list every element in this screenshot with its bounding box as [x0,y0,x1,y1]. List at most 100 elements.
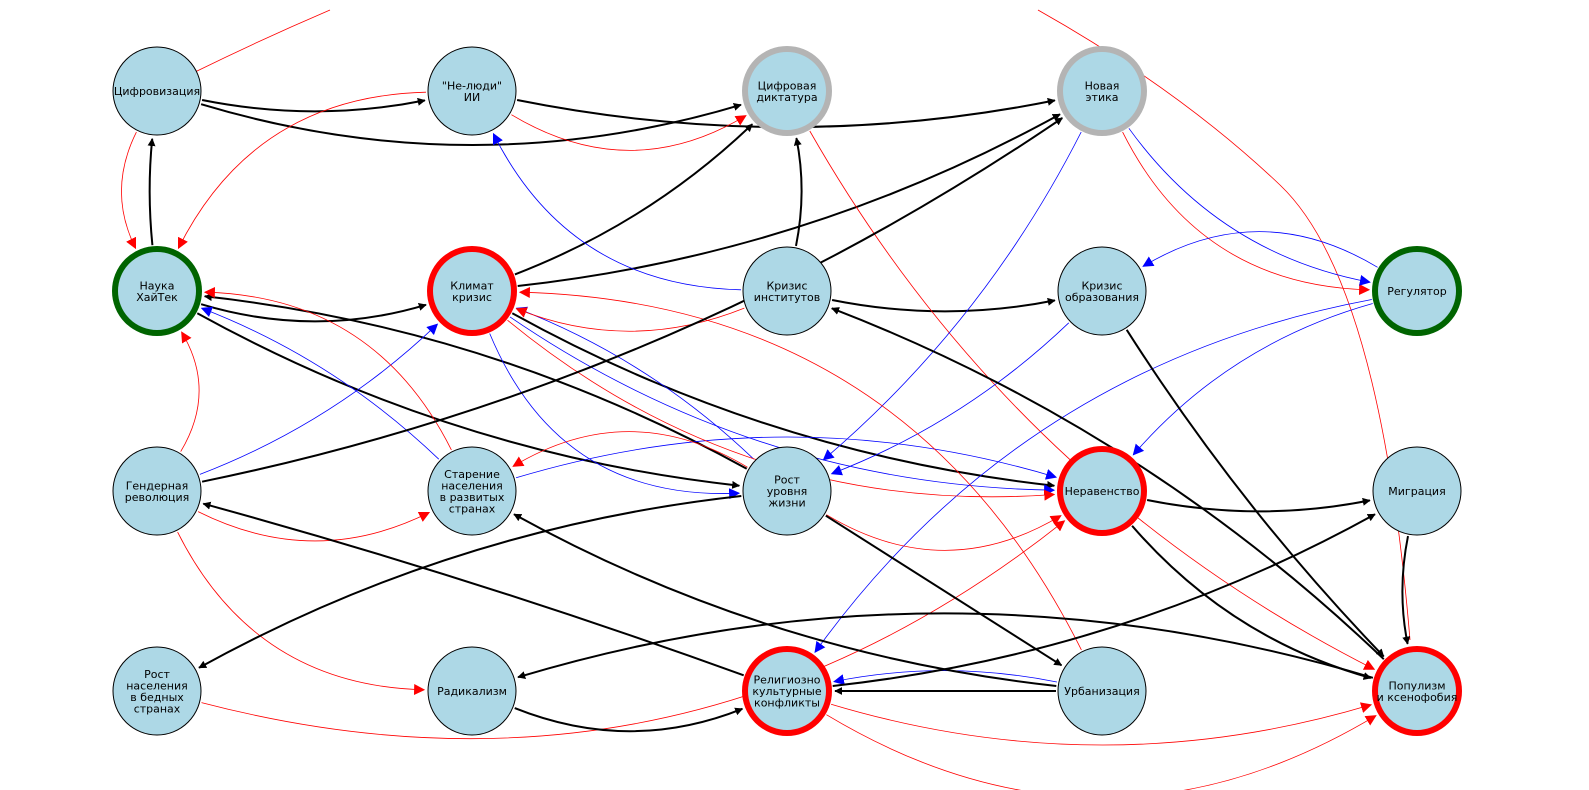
node-circle-green-ring [112,246,202,336]
node-circle-red-ring [742,646,832,736]
edge-digit-to-science [121,131,137,250]
node-circle-gray-ring [742,46,832,136]
edge-nonhuman-to-dictat [511,114,747,151]
edges-layer [121,91,1411,790]
node-label-line: ИИ [464,91,480,104]
node-label-line: Гендерная [126,479,189,492]
edge-radical-to-relig [514,707,744,733]
edge-urban-to-relig [833,670,1057,686]
node-label-line: Религиозно [753,674,820,687]
node-label-line: Миграция [1388,485,1445,498]
edge-relig-to-popul [826,714,1377,790]
node-label-line: населения [441,479,503,492]
node-circle-plain [112,446,202,536]
node-label-line: Рост [144,668,170,681]
edge-living-to-urban [825,514,1063,667]
nodes-layer: Цифровизация"Не-люди"ИИЦифроваядиктатура… [112,46,1462,736]
edge-aging-to-science [203,286,452,451]
edge-climate-to-inequal [511,312,1056,489]
node-label-line: Старение [444,468,500,481]
node-circle-plain [1057,246,1147,336]
edge-ethics-to-regul [1128,128,1371,286]
node-migr: Миграция [1372,446,1462,536]
edge-aging-to-inequal [515,436,1058,480]
edge-aging-to-science [200,306,440,460]
node-label-line: странах [449,502,496,515]
edge-regul-to-inequal [1132,303,1373,456]
edge-gender-to-climate [199,323,439,475]
edge-instit-to-nonhuman [493,132,742,291]
node-circle-plain [742,246,832,336]
node-circle-plain [742,446,832,536]
edge-digit-to-nonhuman [201,97,426,113]
node-label-line: Радикализм [437,685,507,698]
edge-regul-to-educ [1142,231,1378,268]
edge-ethics-to-regul [1122,131,1371,296]
node-digit: Цифровизация [112,46,202,136]
node-label-line: Климат [450,279,494,292]
node-circle-plain [112,646,202,736]
edge-instit-to-climate [515,307,745,332]
edge-climate-to-ethics [517,113,1061,287]
edge-urban-to-aging [513,513,1057,687]
edge-climate-to-dictat [514,123,753,276]
node-label-line: в развитых [440,491,505,504]
node-label-line: в бедных [130,691,184,704]
edge-relig-to-gender [202,501,745,677]
node-circle-red-ring [427,246,517,336]
edge-instit-to-educ [831,297,1056,313]
node-label-line: кризис [452,291,492,304]
edge-living-to-climate [515,306,755,460]
node-radical: Радикализм [427,646,517,736]
node-label-line: Рост [774,474,800,487]
edge-relig-to-migr [832,513,1376,687]
node-circle-gray-ring [1057,46,1147,136]
node-label-line: уровня [767,485,808,498]
node-label-line: Неравенство [1065,485,1140,498]
edge-digit-to-dictat [200,103,742,146]
node-circle-red-ring [1372,646,1462,736]
node-label-line: ХайТек [136,291,178,304]
node-label-line: образования [1065,291,1139,304]
edge-relig-to-popul [830,702,1373,746]
node-label-line: Регулятор [1387,285,1446,298]
edge-instit-to-dictat [793,137,803,247]
node-inequal: Неравенство [1057,446,1147,536]
node-label-line: Популизм [1388,679,1445,692]
node-label-line: "Не-люди" [442,79,502,92]
node-label-line: этика [1086,91,1119,104]
edge-ethics-to-living [822,131,1082,461]
node-label-line: Наука [140,279,175,292]
node-circle-plain [112,46,202,136]
node-circle-red-ring [1057,446,1147,536]
node-circle-plain [427,646,517,736]
node-label-line: населения [126,679,188,692]
node-label-line: Цифровая [758,79,817,92]
node-nonhuman: "Не-люди"ИИ [427,46,517,136]
edge-urban-to-climate [518,286,1082,651]
node-label-line: и ксенофобия [1377,691,1458,704]
edge-living-to-aging [512,431,748,468]
edge-gender-to-ethics [201,117,1063,483]
node-regul: Регулятор [1372,246,1462,336]
edge-inequal-to-migr [1146,497,1371,513]
edge-living-to-inequal [826,514,1062,551]
node-label-line: культурные [752,685,821,698]
edge-educ-to-popul [1125,329,1385,658]
edge-living-to-science [203,293,748,470]
node-label-line: Новая [1085,79,1120,92]
node-circle-plain [1372,446,1462,536]
edge-popul-to-radical [517,612,1374,679]
edge-gender-to-science [180,331,200,452]
node-label-line: Кризис [767,279,808,292]
node-circle-plain [427,446,517,536]
edge-nonhuman-to-science [178,91,427,250]
